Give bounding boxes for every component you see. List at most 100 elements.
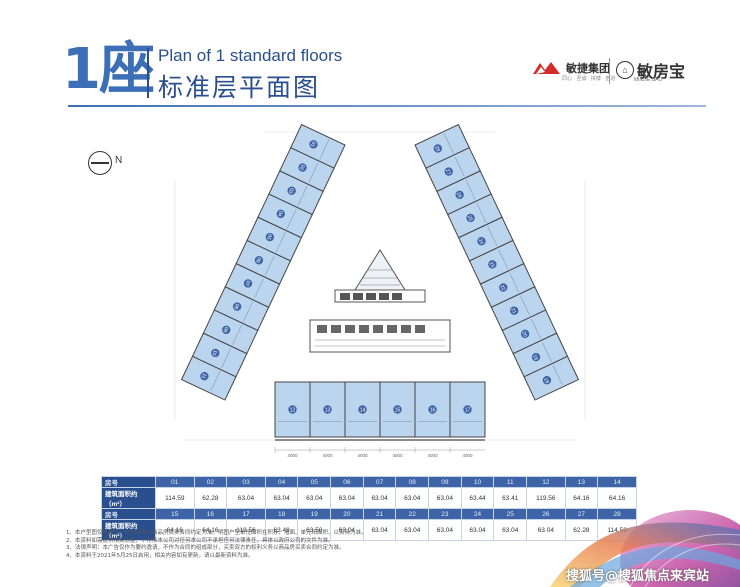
- table-cell: 17: [226, 508, 266, 520]
- unit-cell: 16: [414, 381, 451, 438]
- unit-badge: [232, 302, 242, 311]
- unit-number: 25: [466, 215, 474, 223]
- unit-number: 19: [531, 354, 539, 362]
- unit-number: 26: [455, 191, 463, 199]
- unit-badge: [520, 329, 530, 339]
- row-label: 建筑面积约（m²）: [101, 487, 156, 509]
- decorative-swirl: [550, 510, 740, 587]
- table-cell: 63.04: [226, 487, 266, 509]
- dimension-label: 4000: [462, 453, 473, 458]
- unit-number: 05: [265, 233, 273, 241]
- table-cell: 06: [330, 476, 364, 488]
- unit-cell: 23: [468, 239, 525, 285]
- notes: 1、本户型图仅供参考，交付标准以商品房买卖合同约定为准。明图户型单位面积在积存、…: [66, 530, 486, 560]
- unit-cell: 28: [414, 123, 471, 169]
- unit-cell: 01: [289, 123, 346, 169]
- title-english: Plan of 1 standard floors: [158, 46, 343, 65]
- compass-label: N: [115, 155, 123, 166]
- unit-badge: [477, 236, 486, 246]
- unit-badge: [222, 325, 231, 334]
- row-label: 房号: [101, 476, 156, 488]
- table-cell: 14: [597, 476, 637, 488]
- dimension-label: 4000: [357, 453, 368, 458]
- unit-cell: 14: [344, 381, 381, 438]
- note-line: 4、本资料于2021年5月25日启用，相关内容如有更新，请以最新资料为准。: [66, 552, 254, 559]
- unit-badge: [455, 190, 464, 199]
- unit-badge: [200, 371, 209, 381]
- unit-badge: [509, 306, 519, 315]
- unit-number: 27: [444, 168, 452, 176]
- unit-badge: [542, 376, 552, 385]
- table-cell: 63.04: [362, 487, 397, 509]
- unit-badge: [428, 405, 437, 414]
- table-cell: 63.04: [330, 487, 364, 509]
- minjie-logo-icon: [532, 60, 562, 76]
- unit-number: 10: [210, 349, 218, 357]
- minfangbao-logo: ⌂ 敏房宝 MINJIE BAO: [616, 58, 685, 83]
- note-line: 2、本资料如需提供相关依据，不排除本公司对任何本公司不承担任何法律责任，具体以政…: [66, 537, 334, 544]
- logo1-slogan: 同心 · 至诚 · 拼搏 · 奋进: [562, 76, 616, 82]
- unit-badge: [254, 256, 264, 265]
- dimension-label: 4000: [392, 453, 403, 458]
- table-cell: 05: [297, 476, 332, 488]
- unit-badge: [287, 186, 296, 195]
- unit-cell: 17: [449, 381, 486, 438]
- unit-badge: [444, 167, 453, 176]
- unit-number: 09: [221, 326, 229, 334]
- unit-number: 11: [200, 372, 208, 379]
- building-number: 1座: [62, 37, 155, 102]
- table-cell: 63.04: [362, 519, 397, 541]
- unit-number: 13: [325, 408, 331, 414]
- table-cell: 22: [395, 508, 430, 520]
- table-cell: 03: [226, 476, 266, 488]
- unit-badge: [309, 140, 318, 149]
- table-cell: 63.04: [395, 487, 430, 509]
- unit-number: 22: [498, 284, 506, 292]
- dimension-label: 4000: [427, 453, 438, 458]
- unit-number: 17: [465, 408, 471, 414]
- unit-number: 03: [287, 186, 295, 194]
- unit-number: 15: [395, 408, 401, 414]
- unit-badge: [466, 213, 475, 223]
- table-cell: 114.59: [155, 487, 195, 509]
- unit-badge: [288, 405, 297, 414]
- table-cell: 04: [264, 476, 299, 488]
- unit-number: 24: [477, 238, 485, 246]
- unit-badge: [393, 405, 402, 414]
- table-cell: 08: [395, 476, 430, 488]
- table-cell: 01: [155, 476, 195, 488]
- unit-cell: 13: [309, 381, 346, 438]
- watermark: 搜狐号@搜狐焦点来宾站: [566, 569, 710, 584]
- table-cell: 07: [362, 476, 397, 488]
- table-cell: 11: [493, 476, 528, 488]
- unit-number: 01: [309, 140, 317, 148]
- row-label: 建筑面积约（m²）: [101, 519, 156, 541]
- unit-number: 07: [243, 279, 251, 287]
- unit-cell: 24: [457, 216, 514, 262]
- table-cell: 09: [428, 476, 462, 488]
- title-chinese: 标准层平面图: [158, 73, 321, 102]
- table-cell: 15: [155, 508, 195, 520]
- table-cell: 24: [460, 508, 495, 520]
- unit-badge: [358, 405, 367, 414]
- header-rule: [68, 105, 706, 107]
- unit-number: 18: [542, 377, 550, 385]
- table-cell: 62.28: [193, 487, 228, 509]
- logo1-name: 敏捷集团: [566, 62, 610, 75]
- table-cell: 19: [297, 508, 332, 520]
- table-cell: 63.04: [428, 487, 462, 509]
- table-cell: 02: [193, 476, 228, 488]
- note-line: 1、本户型图仅供参考，交付标准以商品房买卖合同约定为准。明图户型单位面积在积存、…: [66, 530, 367, 536]
- unit-number: 02: [298, 163, 306, 171]
- unit-badge: [211, 348, 220, 358]
- table-cell: 18: [264, 508, 299, 520]
- unit-number: 06: [254, 256, 262, 264]
- table-cell: 63.44: [460, 487, 495, 509]
